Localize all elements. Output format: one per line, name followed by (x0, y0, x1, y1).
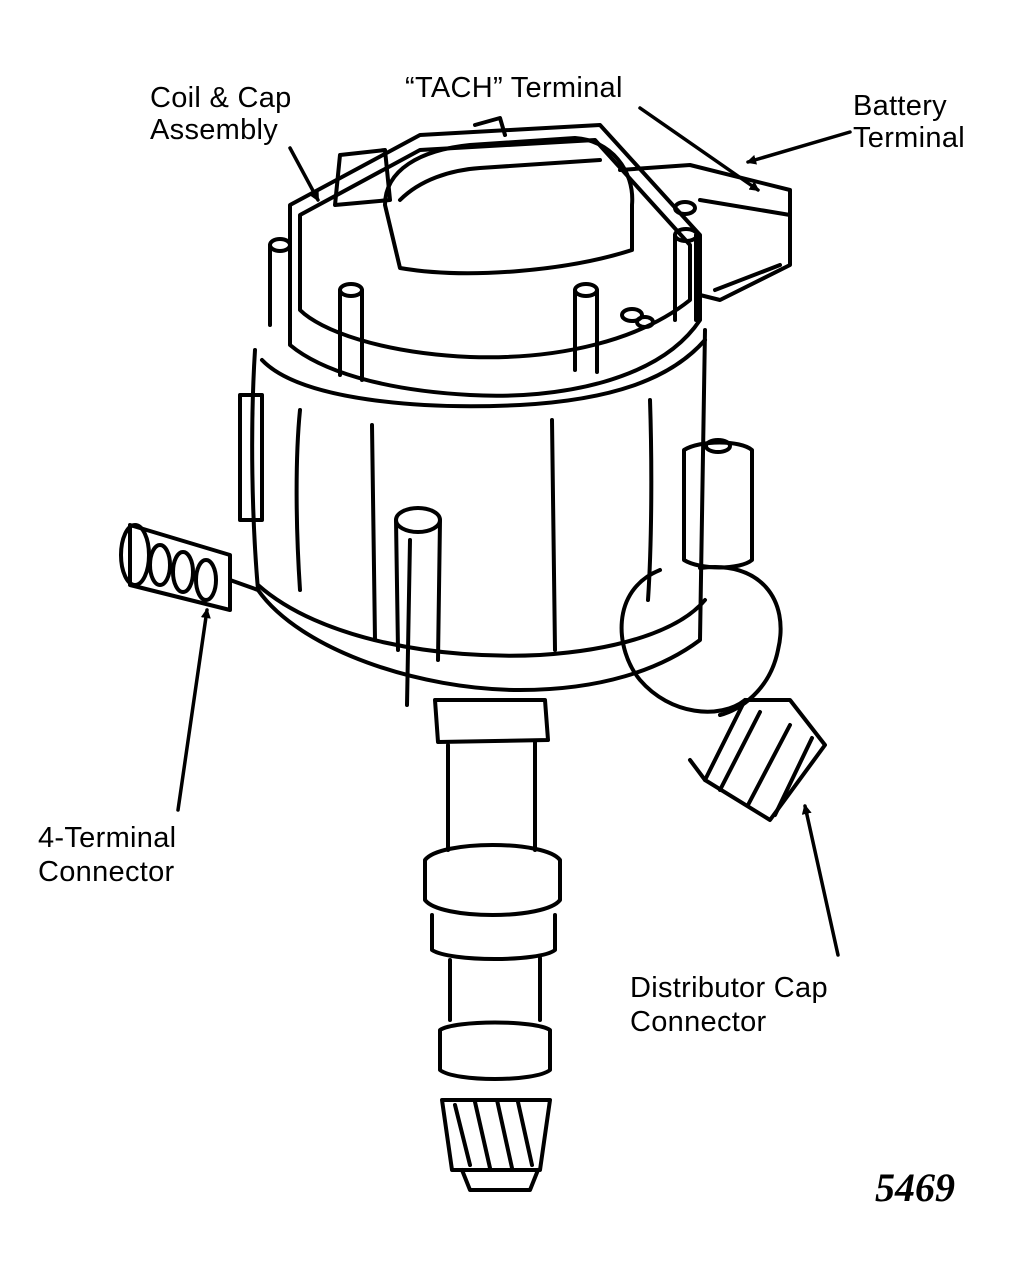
arrow-battery (746, 130, 852, 165)
arrow-coil-cap (288, 146, 320, 202)
label-battery-line1: Battery (853, 90, 947, 122)
center-post (394, 506, 442, 707)
label-four-terminal-line2: Connector (38, 856, 175, 888)
label-coil-cap-line1: Coil & Cap (150, 82, 292, 114)
arrow-four-terminal (176, 608, 211, 812)
arrow-tach (638, 106, 760, 192)
arrow-dist-cap (801, 804, 840, 957)
distributor-shaft (423, 698, 562, 1192)
figure-number: 5469 (875, 1165, 955, 1210)
label-dist-cap-line1: Distributor Cap (630, 972, 828, 1004)
distributor-cap-body (238, 328, 754, 692)
distributor-cap-connector-body (619, 564, 827, 822)
label-coil-cap-line2: Assembly (150, 114, 279, 146)
label-four-terminal-line1: 4-Terminal (38, 822, 177, 854)
label-dist-cap-line2: Connector (630, 1006, 767, 1038)
label-battery-line2: Terminal (853, 122, 965, 154)
label-tach-terminal: “TACH” Terminal (405, 72, 623, 104)
leader-arrows (176, 106, 852, 957)
four-terminal-connector-body (119, 523, 260, 612)
spark-plug-towers (268, 227, 699, 382)
